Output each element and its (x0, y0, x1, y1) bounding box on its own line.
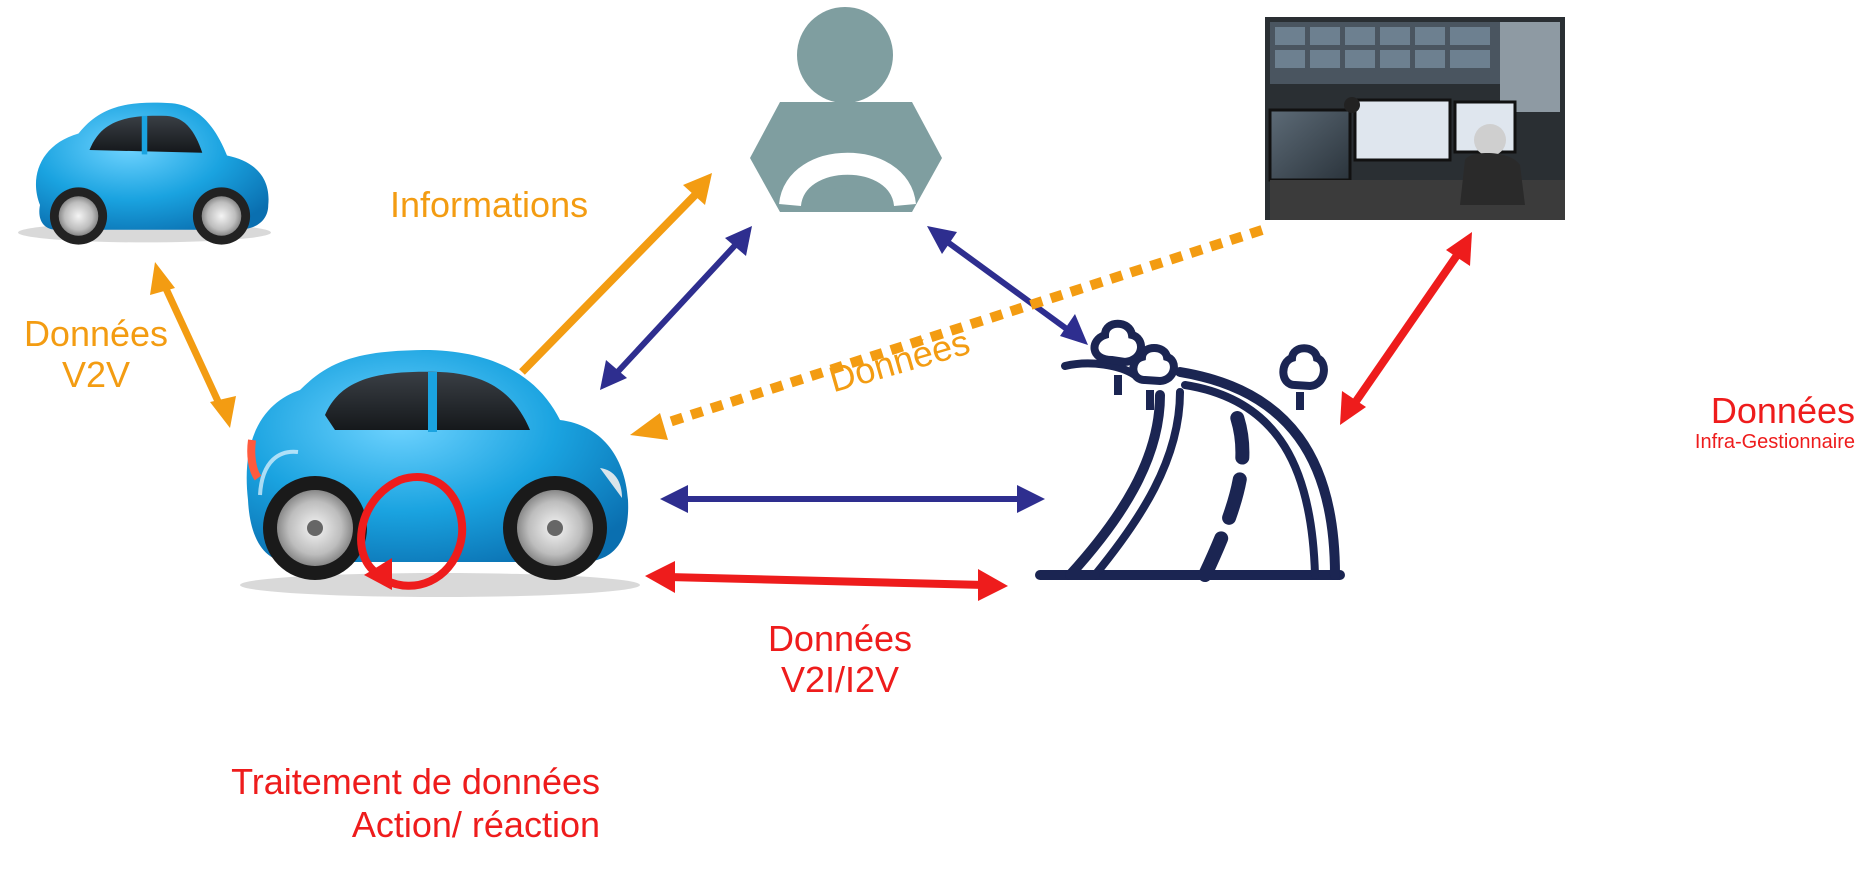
road-icon (1035, 359, 1345, 582)
main-car-icon (240, 350, 640, 597)
infra-title: Données (1710, 390, 1855, 431)
v2v-label: Données V2V (6, 313, 186, 396)
driver-road-arrow (927, 226, 1088, 345)
rotation-arrow-icon (357, 473, 467, 590)
v2i-arrow (645, 561, 1008, 601)
v2i-subtitle: V2I/I2V (780, 659, 900, 701)
infra-data-dotted-arrow (630, 225, 1264, 440)
v2v-title: Données (23, 313, 169, 354)
v2v-subtitle: V2V (61, 354, 131, 396)
processing-line2: Action/ réaction (351, 804, 600, 846)
v2i-title: Données (767, 618, 913, 659)
infra-arrow (1340, 232, 1472, 425)
processing-line1: Traitement de données (231, 761, 600, 802)
infra-gestionnaire-label: Données Infra-Gestionnaire (1660, 390, 1855, 454)
v2v-arrow (150, 262, 236, 428)
car-road-arrow (660, 485, 1045, 513)
small-car-icon (18, 102, 271, 245)
informations-arrow (519, 173, 712, 375)
control-room-photo (1265, 17, 1565, 220)
car-driver-arrow (600, 226, 752, 390)
infra-subtitle: Infra-Gestionnaire (1694, 431, 1855, 454)
informations-label: Informations (390, 184, 589, 225)
driver-icon (750, 7, 942, 212)
processing-label: Traitement de données Action/ réaction (150, 760, 600, 846)
v2i-label: Données V2I/I2V (730, 618, 950, 701)
tree-icon (1090, 319, 1328, 410)
